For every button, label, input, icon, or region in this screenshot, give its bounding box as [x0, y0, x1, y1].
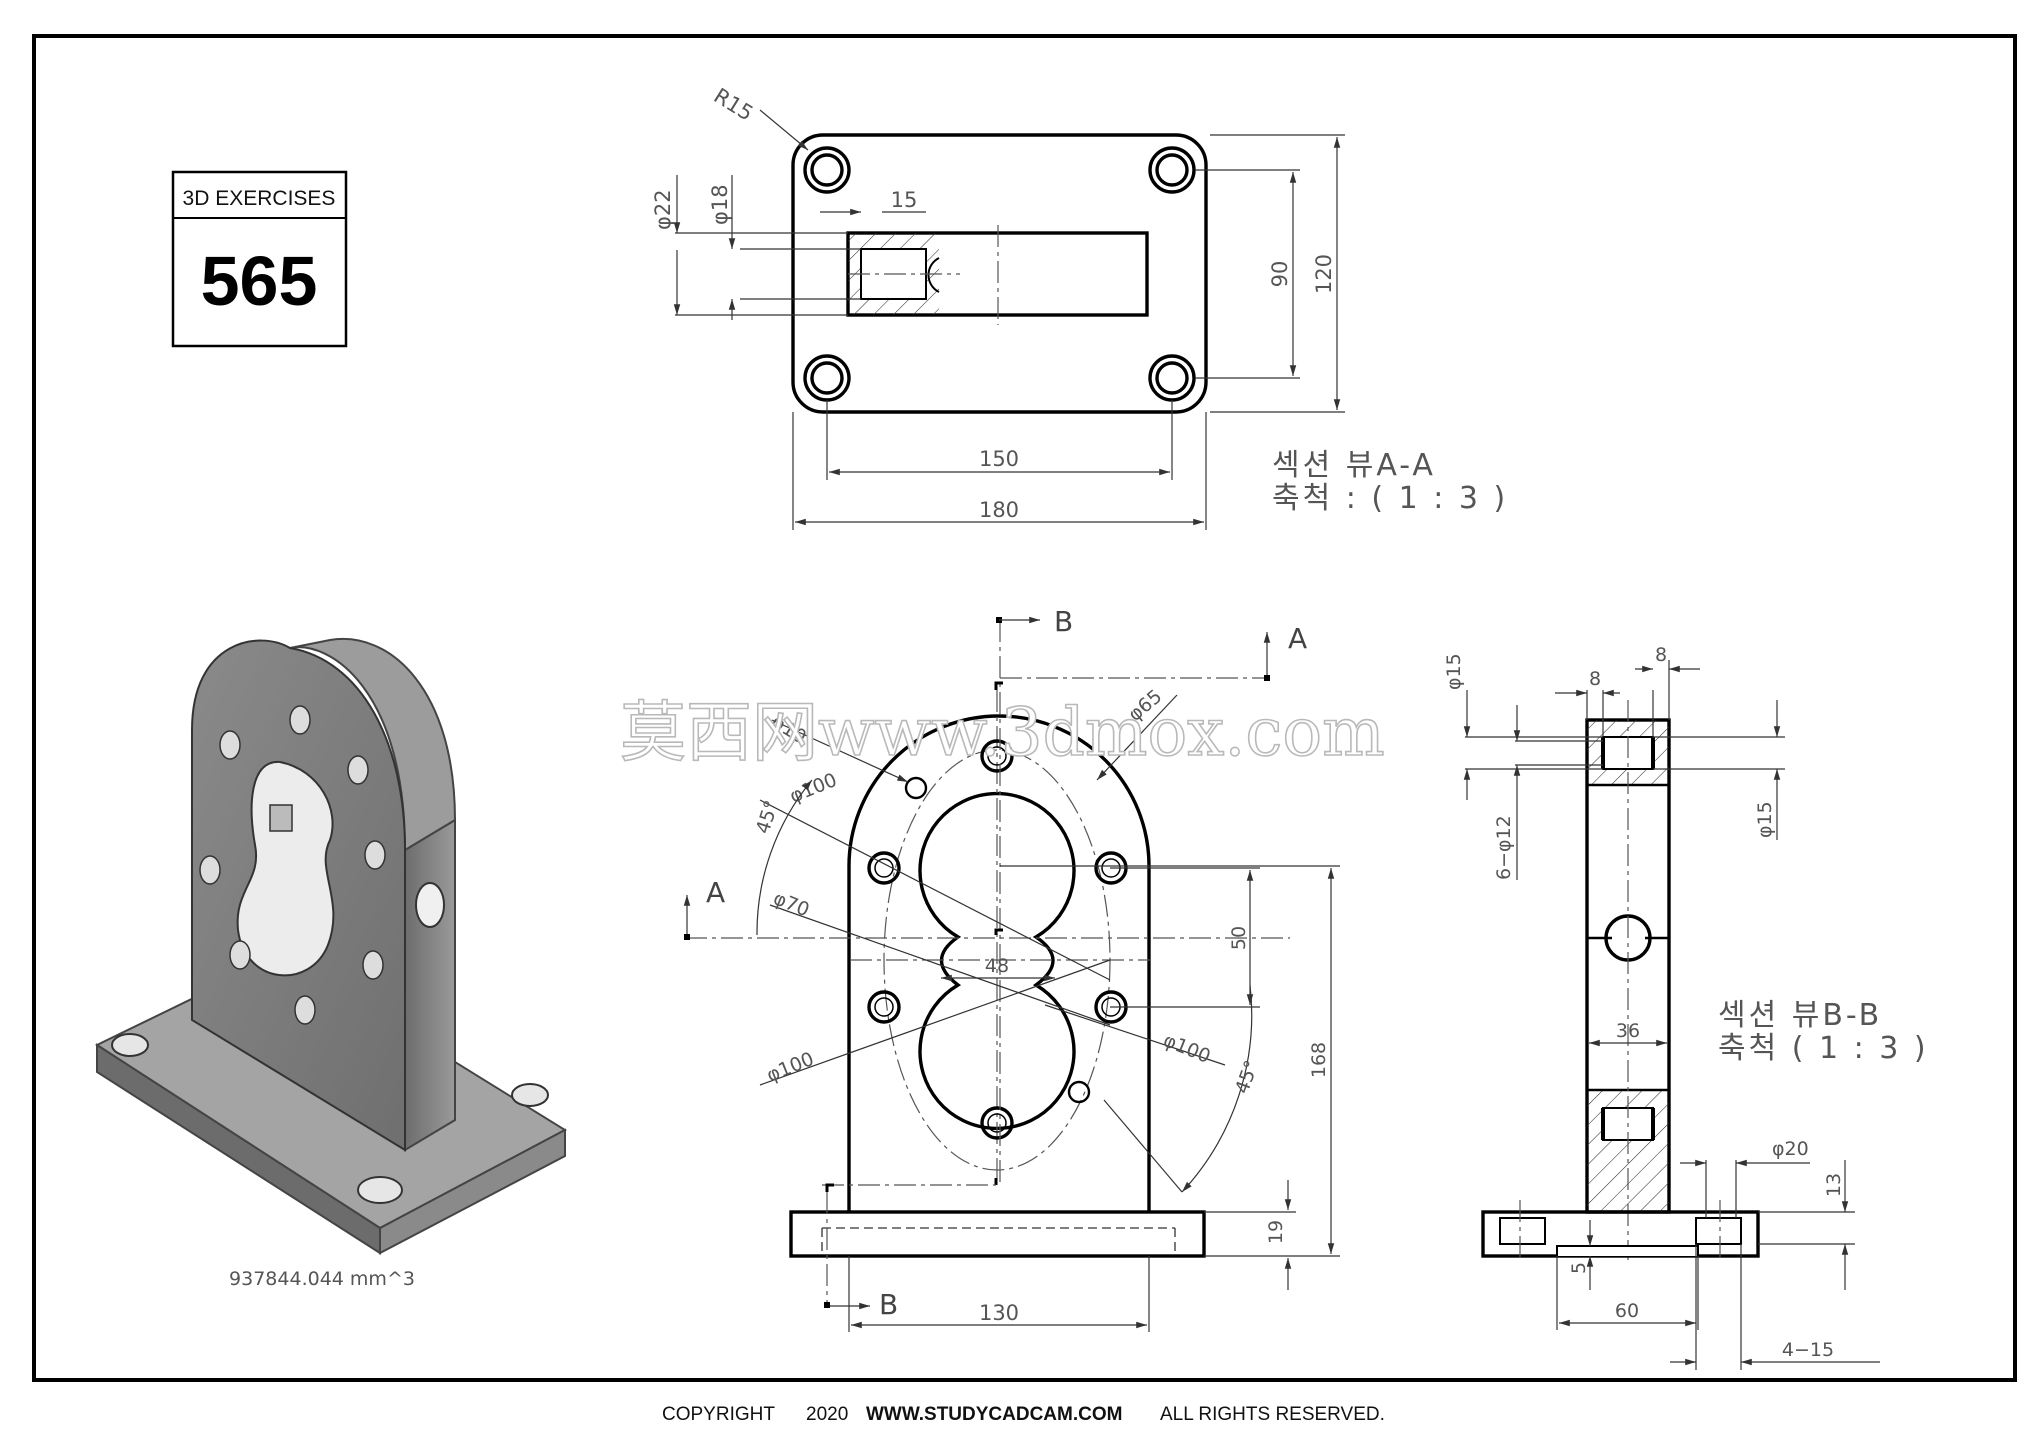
dim-45-right: 45° — [1231, 1058, 1263, 1097]
front-bolt-holes — [867, 739, 1128, 1140]
dim-130: 130 — [979, 1301, 1019, 1325]
dim-120: 120 — [1312, 254, 1336, 294]
dim-d100-c: φ100 — [1160, 1029, 1213, 1068]
dim-150: 150 — [979, 447, 1019, 471]
top-holes — [803, 146, 1196, 402]
dim-d20: φ20 — [1772, 1138, 1809, 1160]
dim-8a: 8 — [1589, 668, 1601, 690]
section-mark-a-right: A — [1288, 622, 1307, 655]
dim-168: 168 — [1308, 1042, 1330, 1078]
dim-60: 60 — [1615, 1300, 1639, 1322]
section-mark-b-bottom: B — [879, 1288, 898, 1321]
badge-number: 565 — [201, 242, 318, 320]
dim-4-15: 4−15 — [1782, 1339, 1834, 1361]
side-view-section-bb: 8 8 φ15 6−φ12 φ15 36 섹션 뷰B-B 축척 ( 1 : 3 … — [1443, 644, 1929, 1370]
dim-8b: 8 — [1655, 644, 1667, 666]
dim-180: 180 — [979, 498, 1019, 522]
dim-6-d12: 6−φ12 — [1493, 815, 1515, 880]
section-aa-title: 섹션 뷰A-A — [1272, 448, 1436, 483]
dim-d18: φ18 — [708, 184, 732, 225]
dim-50: 50 — [1228, 926, 1250, 950]
dim-13: 13 — [1823, 1173, 1845, 1197]
top-view-section-aa: R15 φ22 φ18 15 90 120 150 180 섹션 뷰A-A 축 — [651, 83, 1508, 530]
dim-45-left: 45° — [752, 798, 783, 837]
dim-d15-left: φ15 — [1443, 653, 1465, 690]
dim-d100-a: φ100 — [787, 769, 840, 808]
front-view: B A A B φ10 φ65 φ100 φ70 45° 48 50 φ100 … — [683, 605, 1340, 1332]
dim-d100-b: φ100 — [764, 1048, 817, 1087]
footer-rights: ALL RIGHTS RESERVED. — [1160, 1404, 1385, 1425]
section-mark-a-left: A — [706, 876, 725, 909]
dim-d15-right: φ15 — [1754, 801, 1776, 838]
watermark: 莫西网www.3dmox.com — [620, 694, 1385, 771]
dim-r15: R15 — [710, 83, 758, 125]
dim-36: 36 — [1616, 1020, 1640, 1042]
section-aa-scale: 축척 : ( 1 : 3 ) — [1272, 481, 1508, 516]
footer: COPYRIGHT 2020 WWW.STUDYCADCAM.COM ALL R… — [662, 1404, 1385, 1425]
dim-48: 48 — [985, 955, 1009, 977]
dim-19: 19 — [1265, 1220, 1287, 1244]
sheet-border — [32, 34, 2017, 1382]
dim-5: 5 — [1568, 1262, 1590, 1274]
dim-15: 15 — [891, 188, 918, 212]
volume-label: 937844.044 mm^3 — [229, 1268, 415, 1290]
footer-year: 2020 — [806, 1404, 848, 1425]
footer-copyright: COPYRIGHT — [662, 1404, 775, 1425]
section-bb-title: 섹션 뷰B-B — [1718, 998, 1882, 1033]
isometric-model: 937844.044 mm^3 — [94, 637, 568, 1290]
exercise-badge: 3D EXERCISES 565 — [171, 170, 348, 348]
section-bb-scale: 축척 ( 1 : 3 ) — [1718, 1031, 1929, 1066]
dim-d70: φ70 — [770, 887, 812, 921]
footer-site: WWW.STUDYCADCAM.COM — [866, 1404, 1122, 1425]
badge-top-label: 3D EXERCISES — [183, 187, 336, 210]
section-mark-b-top: B — [1054, 605, 1073, 638]
dim-d22: φ22 — [651, 189, 675, 230]
dim-90: 90 — [1268, 261, 1292, 288]
